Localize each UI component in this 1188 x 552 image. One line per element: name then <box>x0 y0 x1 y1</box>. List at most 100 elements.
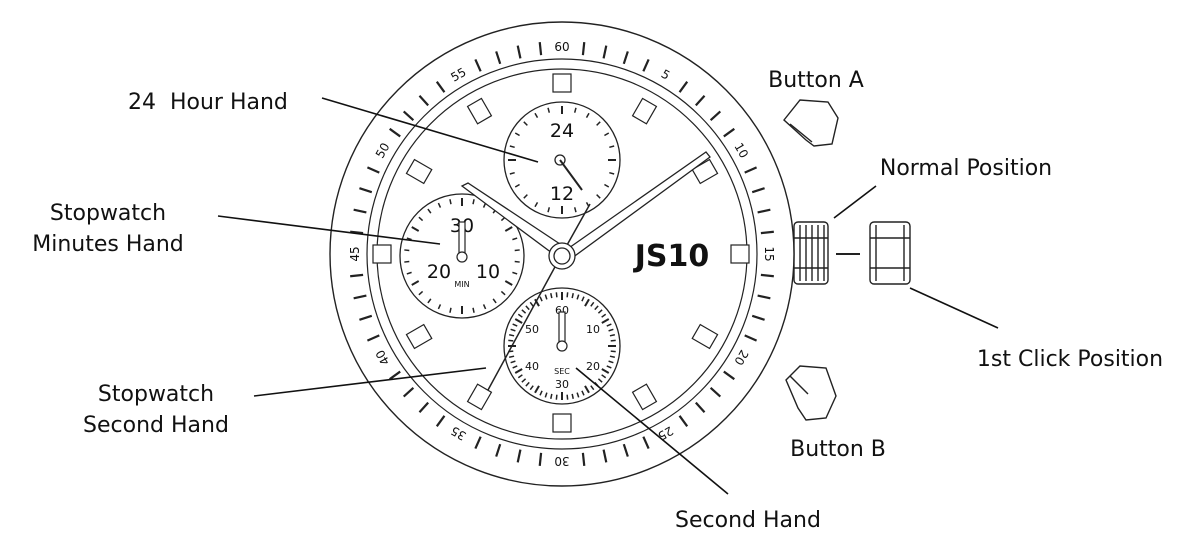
subdial-tick <box>500 290 506 296</box>
subdial-tick <box>514 318 523 324</box>
leader-first-click <box>909 287 999 329</box>
subdial-tick <box>517 313 523 318</box>
subdial-tick <box>514 249 520 252</box>
bezel-tick <box>353 208 367 214</box>
bezel-number: 10 <box>731 140 751 160</box>
bezel-number: 20 <box>731 347 751 367</box>
subdial-tick <box>510 328 516 332</box>
subdial-tick <box>584 385 590 394</box>
subdial-tick <box>482 304 487 310</box>
crown-normal-position <box>793 221 829 285</box>
subdial-sec-label-30: 30 <box>555 378 569 391</box>
bezel-tick <box>516 45 522 59</box>
bezel-tick <box>622 51 629 65</box>
leader-normal-position <box>833 185 877 219</box>
crown-first-click-position <box>869 221 911 285</box>
subdial-24-label-12: 12 <box>550 183 574 205</box>
subdial-tick <box>418 216 424 222</box>
bezel-tick <box>418 94 429 107</box>
subdial-24-hour: 24 12 <box>503 101 621 219</box>
bezel-tick <box>581 452 586 466</box>
subdial-tick <box>544 294 548 300</box>
subdial-tick <box>529 385 534 391</box>
bezel-tick <box>418 401 429 414</box>
bezel-tick <box>602 45 608 59</box>
bezel-tick <box>622 443 629 457</box>
subdial-tick <box>566 292 569 298</box>
subdial-tick <box>512 323 518 327</box>
label-24-hour-hand: 24 Hour Hand <box>128 90 288 115</box>
subdial-seconds: 60 50 10 40 20 30 SEC <box>503 287 621 405</box>
subdial-tick <box>573 207 577 213</box>
subdial-tick <box>550 293 553 299</box>
subdial-tick <box>590 301 595 307</box>
subdial-tick <box>573 107 577 113</box>
main-hands <box>460 151 711 391</box>
subdial-tick <box>609 171 615 175</box>
subdial-tick <box>514 260 520 263</box>
subdial-tick <box>521 309 527 314</box>
subdial-tick <box>472 307 475 313</box>
hour-index <box>552 413 572 433</box>
subdial-tick <box>608 360 614 364</box>
subdial-tick <box>596 194 601 199</box>
subdial-tick <box>539 296 543 302</box>
subdial-tick <box>512 365 518 369</box>
label-button-b: Button B <box>790 437 886 462</box>
subdial-tick <box>584 298 590 307</box>
subdial-tick <box>566 394 569 400</box>
subdial-tick <box>601 318 610 324</box>
bezel-number: 45 <box>348 246 362 261</box>
bezel-tick <box>760 230 774 235</box>
subdial-tick <box>512 271 518 275</box>
subdial-sec-label-50: 50 <box>525 323 539 336</box>
stopwatch-minutes-hand <box>458 221 466 257</box>
hour-index <box>405 158 433 185</box>
subdial-tick <box>529 301 534 307</box>
bezel-tick <box>757 208 771 214</box>
bezel-tick <box>723 370 735 381</box>
subdial-tick <box>523 194 528 199</box>
subdial-tick <box>404 249 410 252</box>
subdial-tick <box>427 298 432 304</box>
bezel-tick <box>678 415 689 427</box>
subdial-tick <box>534 112 539 118</box>
subdial-tick <box>601 374 607 379</box>
subdial-tick <box>510 360 516 364</box>
bezel-number: 15 <box>762 246 776 261</box>
bezel-tick <box>709 110 722 121</box>
subdial-min-unit: MIN <box>454 280 469 289</box>
bezel-tick <box>474 58 482 72</box>
subdial-tick <box>411 280 420 286</box>
bezel-tick <box>760 273 774 278</box>
subdial-tick <box>609 355 615 358</box>
bezel-number: 35 <box>448 423 468 443</box>
subdial-tick <box>437 304 442 310</box>
subdial-tick <box>534 385 540 394</box>
bezel-tick <box>350 230 364 235</box>
bezel-tick <box>751 187 765 194</box>
hour-index <box>372 244 392 264</box>
subdial-tick <box>523 121 528 126</box>
bezel-tick <box>602 449 608 463</box>
subdial-tick <box>544 392 548 398</box>
bezel-tick <box>538 42 543 56</box>
label-first-click-position: 1st Click Position <box>977 347 1163 372</box>
bezel-tick <box>359 314 373 321</box>
subdial-tick <box>547 107 551 113</box>
bezel-tick <box>474 436 482 450</box>
subdial-min-label-20: 20 <box>427 261 451 283</box>
hour-index <box>552 73 572 93</box>
leader-stopwatch-second <box>253 367 487 397</box>
bezel-number: 30 <box>554 454 569 468</box>
subdial-tick <box>509 334 515 337</box>
subdial-tick <box>509 171 515 175</box>
subdial-tick <box>609 145 615 149</box>
subdial-tick <box>547 207 551 213</box>
bezel-tick <box>389 370 401 381</box>
bezel-tick <box>642 58 650 72</box>
subdial-tick <box>534 298 540 307</box>
hour-index <box>691 323 719 350</box>
subdial-tick <box>597 378 603 383</box>
